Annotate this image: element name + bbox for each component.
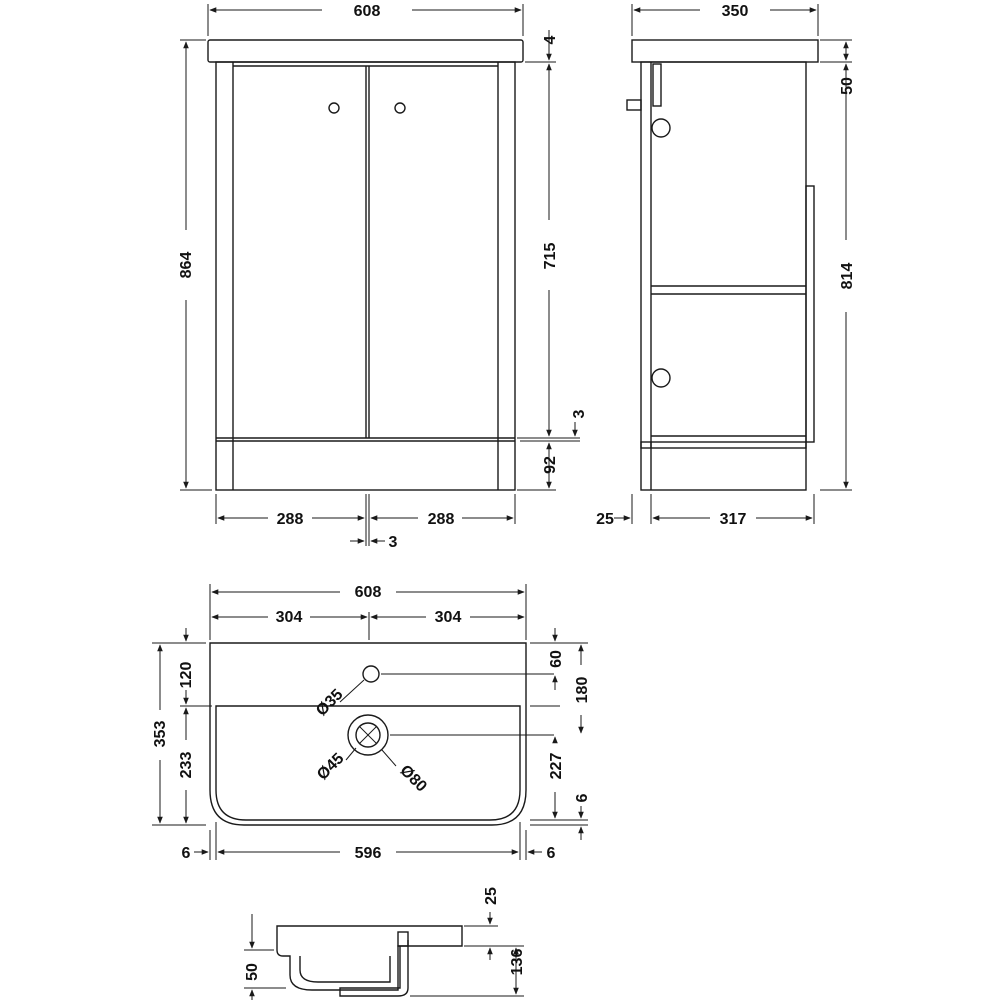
dim-side-carcass-depth: 317 xyxy=(720,511,747,528)
dim-front-height: 864 xyxy=(178,252,195,279)
dim-basin-front-return: 6 xyxy=(574,793,591,802)
dim-front-top-gap: 4 xyxy=(542,35,559,44)
dim-side-depth: 350 xyxy=(722,3,749,20)
dim-basin-side-left: 6 xyxy=(182,845,191,862)
tap-hole-icon xyxy=(362,665,380,683)
dim-front-plinth-height: 92 xyxy=(542,456,559,474)
dim-side-carcass-height: 814 xyxy=(839,263,856,290)
dim-basin-tap-hole-dia: Ø35 xyxy=(313,686,346,719)
waste-outlet-icon xyxy=(347,714,389,756)
handle-left-icon xyxy=(328,102,340,114)
dim-basin-half-right: 304 xyxy=(435,609,462,626)
dim-basin-depth: 353 xyxy=(152,721,169,748)
dim-front-door-height: 715 xyxy=(542,243,559,270)
front-elevation: 608 864 4 715 3 92 288 288 3 xyxy=(178,3,588,551)
waste-pipe-lower-icon xyxy=(651,368,671,388)
dim-basin-waste-front: 227 xyxy=(548,753,565,780)
waste-pipe-upper-icon xyxy=(651,118,671,138)
dim-basin-tap-offset: 60 xyxy=(548,650,565,668)
dim-front-door-right: 288 xyxy=(428,511,455,528)
dim-basin-bowl-width: 596 xyxy=(355,845,382,862)
dim-front-door-gap: 3 xyxy=(389,534,398,551)
basin-plan-view: Ø35 Ø45 Ø80 608 304 304 353 120 233 xyxy=(152,584,591,862)
dim-basin-waste-inner-dia: Ø45 xyxy=(314,750,347,783)
dim-side-plinth-setback: 25 xyxy=(596,511,614,528)
side-elevation: 350 50 814 25 317 xyxy=(596,3,856,528)
dim-basin-bowl-depth: 233 xyxy=(178,752,195,779)
basin-section-view: 50 25 136 xyxy=(244,887,526,1000)
dim-basin-rim-depth: 120 xyxy=(178,662,195,689)
dim-front-width: 608 xyxy=(354,3,381,20)
dim-front-plinth-gap: 3 xyxy=(571,409,588,418)
dim-section-rim-thickness: 25 xyxy=(483,887,500,905)
dim-basin-half-left: 304 xyxy=(276,609,303,626)
dim-basin-waste-offset: 180 xyxy=(574,677,591,704)
dim-basin-width: 608 xyxy=(355,584,382,601)
dim-section-total-height: 136 xyxy=(509,949,526,976)
dim-basin-side-right: 6 xyxy=(547,845,556,862)
dim-side-top-thickness: 50 xyxy=(839,77,856,95)
dim-basin-waste-outer-dia: Ø80 xyxy=(396,762,429,795)
dim-front-door-left: 288 xyxy=(277,511,304,528)
handle-right-icon xyxy=(394,102,406,114)
dim-section-bowl-height: 50 xyxy=(244,963,261,981)
